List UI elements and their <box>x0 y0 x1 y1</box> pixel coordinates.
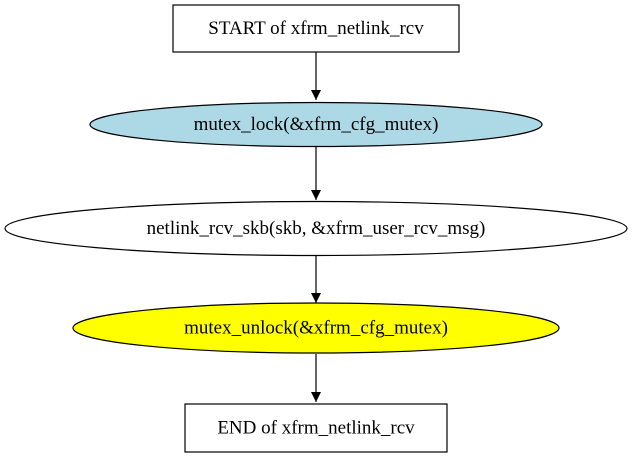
netlink-rcv-skb-label: netlink_rcv_skb(skb, &xfrm_user_rcv_msg) <box>147 218 486 239</box>
node-end: END of xfrm_netlink_rcv <box>184 403 448 453</box>
end-label: END of xfrm_netlink_rcv <box>217 418 415 439</box>
node-start: START of xfrm_netlink_rcv <box>172 4 460 53</box>
mutex-unlock-ellipse <box>72 302 560 354</box>
mutex-lock-label: mutex_lock(&xfrm_cfg_mutex) <box>194 114 439 135</box>
start-box <box>172 4 460 53</box>
end-box <box>184 403 448 453</box>
netlink-rcv-skb-ellipse <box>4 200 628 257</box>
mutex-lock-ellipse <box>89 101 543 148</box>
mutex-unlock-label: mutex_unlock(&xfrm_cfg_mutex) <box>184 318 448 339</box>
node-mutex-unlock: mutex_unlock(&xfrm_cfg_mutex) <box>72 302 560 354</box>
node-mutex-lock: mutex_lock(&xfrm_cfg_mutex) <box>89 101 543 148</box>
start-label: START of xfrm_netlink_rcv <box>208 18 424 39</box>
node-netlink-rcv-skb: netlink_rcv_skb(skb, &xfrm_user_rcv_msg) <box>4 200 628 257</box>
